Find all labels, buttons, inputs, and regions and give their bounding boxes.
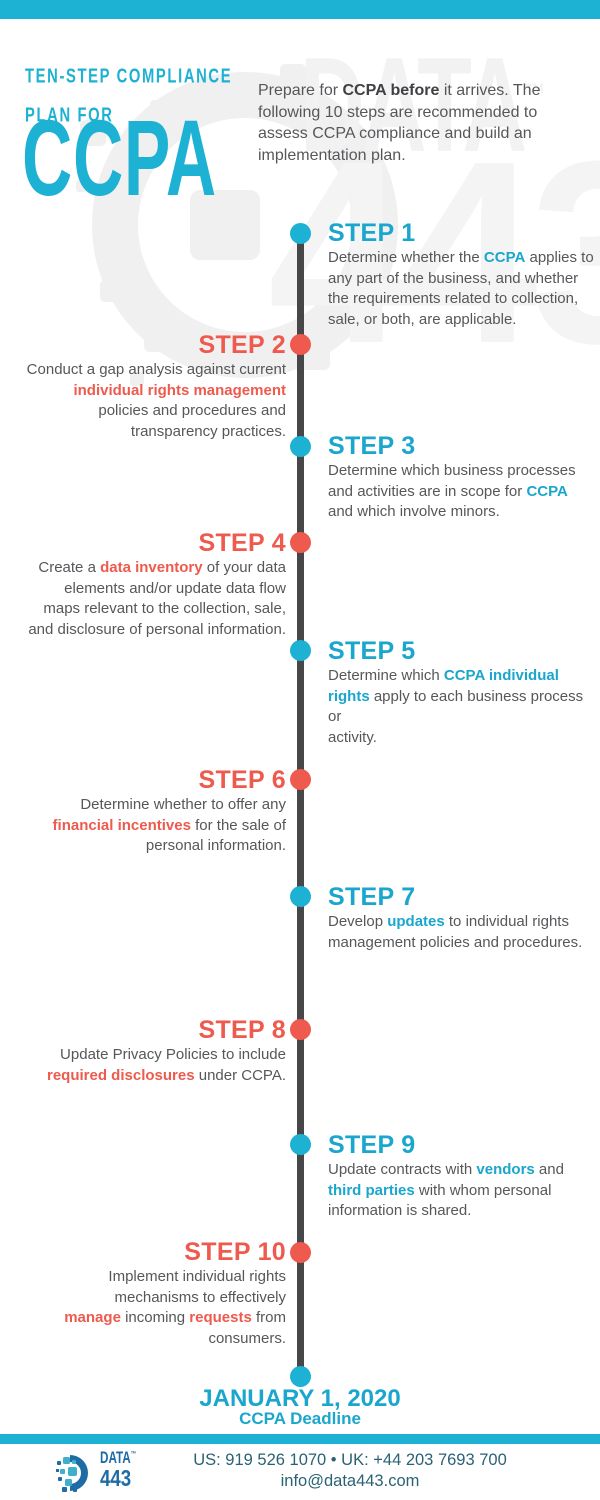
- footer: DATA™ 443 US: 919 526 1070 • UK: +44 203…: [0, 1444, 600, 1500]
- step-10-title: STEP 10: [184, 1238, 286, 1266]
- title-line-1: TEN-STEP COMPLIANCE: [25, 64, 233, 88]
- contact-phone: US: 919 526 1070 • UK: +44 203 7693 700: [193, 1451, 507, 1469]
- step-1-title: STEP 1: [328, 219, 416, 247]
- background-logo-watermark: [76, 64, 398, 386]
- step-4-title: STEP 4: [198, 529, 286, 557]
- timeline-dot-10: [290, 1242, 311, 1263]
- step-8-title: STEP 8: [198, 1016, 286, 1044]
- bottom-accent-bar: [0, 1434, 600, 1444]
- title-line-2: PLAN FOR: [25, 103, 114, 127]
- step-2: STEP 2 Conduct a gap analysis against cu…: [0, 332, 286, 442]
- step-3-title: STEP 3: [328, 432, 416, 460]
- timeline-line: [297, 233, 304, 1377]
- contact-info: US: 919 526 1070 • UK: +44 203 7693 700 …: [110, 1450, 590, 1492]
- step-9-title: STEP 9: [328, 1131, 416, 1159]
- logo-word-443: 443: [100, 1464, 132, 1492]
- page-title-ccpa: CCPA: [22, 97, 217, 218]
- deadline-date: JANUARY 1, 2020: [199, 1385, 401, 1412]
- data443-logo-text: DATA™ 443: [100, 1448, 146, 1492]
- timeline-dot-1: [290, 223, 311, 244]
- step-7: STEP 7 Develop updates to individual rig…: [328, 884, 600, 953]
- step-1: STEP 1 Determine whether the CCPA applie…: [328, 220, 600, 330]
- timeline-dot-4: [290, 532, 311, 553]
- data-watermark-text: DATA™: [300, 30, 545, 181]
- step-3: STEP 3 Determine which business processe…: [328, 433, 600, 523]
- page-title-small: TEN-STEP COMPLIANCE PLAN FOR: [25, 56, 232, 134]
- step-7-title: STEP 7: [328, 883, 416, 911]
- step-6-title: STEP 6: [198, 766, 286, 794]
- data443-logo: DATA™ 443: [56, 1450, 166, 1496]
- timeline-dot-5: [290, 640, 311, 661]
- step-9: STEP 9 Update contracts with vendors and…: [328, 1132, 600, 1222]
- 443-watermark-text: 443: [268, 108, 600, 398]
- timeline-dot-3: [290, 436, 311, 457]
- step-4: STEP 4 Create a data inventory of your d…: [0, 530, 286, 640]
- timeline-dot-deadline: [290, 1366, 311, 1387]
- data443-logo-mark-icon: [56, 1455, 88, 1492]
- logo-word-data: DATA™: [100, 1448, 137, 1468]
- step-5-title: STEP 5: [328, 637, 416, 665]
- timeline-dot-6: [290, 769, 311, 790]
- deadline-caption: CCPA Deadline: [239, 1409, 361, 1428]
- timeline-dot-2: [290, 334, 311, 355]
- contact-email: info@data443.com: [280, 1472, 420, 1490]
- timeline-dot-7: [290, 886, 311, 907]
- step-2-title: STEP 2: [198, 331, 286, 359]
- step-8: STEP 8 Update Privacy Policies to includ…: [0, 1017, 286, 1086]
- timeline-dot-9: [290, 1134, 311, 1155]
- timeline-dot-8: [290, 1019, 311, 1040]
- top-accent-bar: [0, 0, 600, 19]
